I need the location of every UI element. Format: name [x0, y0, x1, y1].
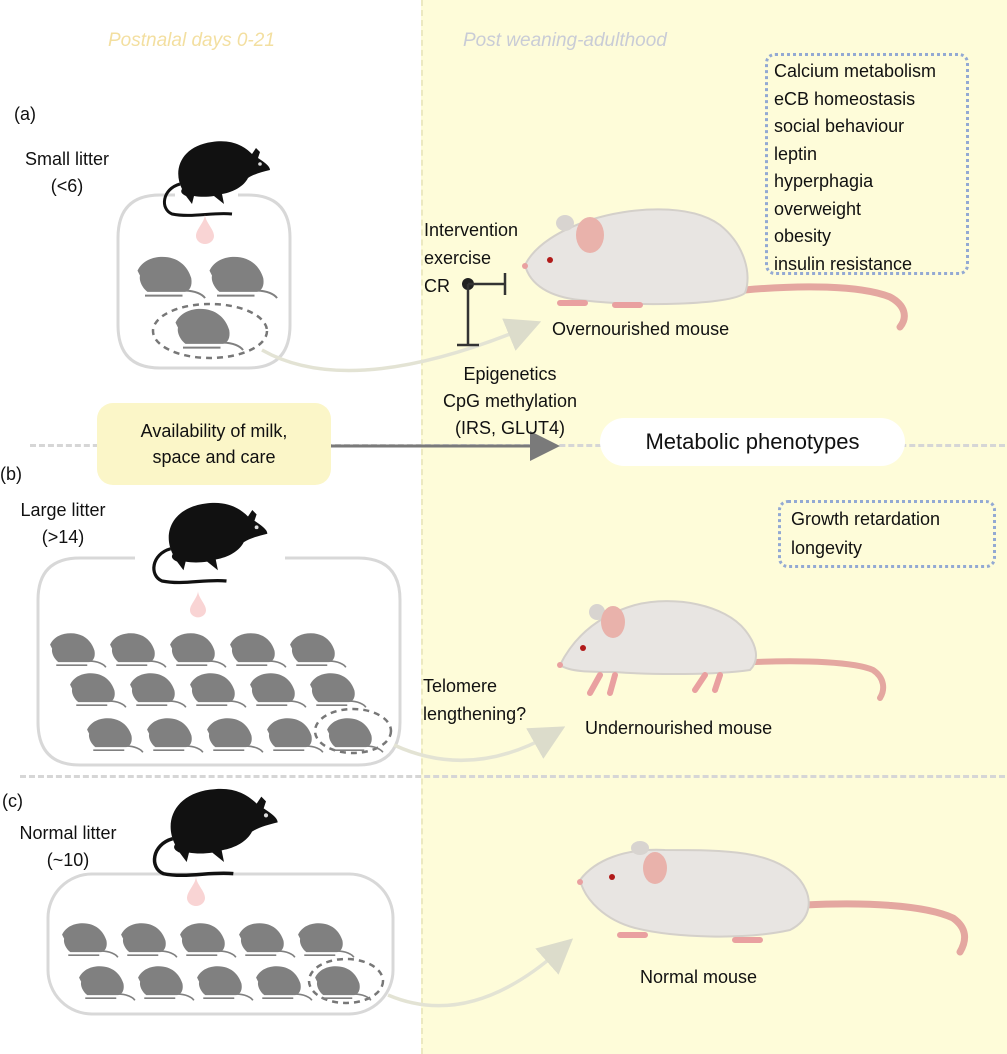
availability-line1: Availability of milk,	[140, 421, 288, 441]
arrow-overnourished	[261, 318, 542, 373]
metabolic-phenotypes-label: Metabolic phenotypes	[600, 418, 905, 466]
dam-mouse-icon	[163, 141, 270, 217]
pup-mouse-icon	[62, 923, 119, 958]
dam-mouse-icon	[152, 502, 268, 585]
pup-mouse-icon	[310, 673, 367, 708]
separator-bc	[20, 775, 1005, 778]
pup-mouse-icon	[197, 966, 254, 1001]
intervention-cr: CR	[424, 276, 450, 296]
pup-mouse-icon	[230, 633, 287, 668]
litter-label-text: Large litter	[20, 500, 106, 520]
normal-mouse-icon	[577, 841, 969, 956]
pup-mouse-icon	[209, 256, 278, 299]
milk-drop-icon	[196, 214, 214, 244]
pup-mouse-icon	[130, 673, 187, 708]
litter-label-text: Normal litter	[19, 823, 117, 843]
pup-mouse-icon	[79, 966, 136, 1001]
pup-mouse-icon	[327, 718, 384, 753]
phenotype-item: hyperphagia	[774, 171, 874, 191]
pup-mouse-icon	[137, 256, 206, 299]
normal-caption: Normal mouse	[640, 967, 758, 987]
focus-pup-ring	[151, 302, 269, 360]
telomere-text: Telomere	[423, 676, 498, 696]
telomere-labels: Telomere lengthening?	[423, 672, 526, 728]
intervention-exercise: exercise	[424, 248, 492, 268]
pup-mouse-icon	[170, 633, 227, 668]
pup-mouse-icon	[207, 718, 264, 753]
phenotype-item: eCB homeostasis	[774, 88, 916, 109]
litter-label-small: Small litter (<6)	[12, 148, 122, 197]
overnourished-caption: Overnourished mouse	[552, 319, 730, 339]
pup-mouse-icon	[256, 966, 313, 1001]
phenotype-item: longevity	[791, 538, 863, 558]
pup-mouse-icon	[250, 673, 307, 708]
milk-drop-icon	[187, 876, 205, 906]
pup-mouse-icon	[87, 718, 144, 753]
dam-mouse-icon	[152, 788, 278, 878]
phenotype-item: insulin resistance	[774, 253, 913, 274]
pup-mouse-icon	[239, 923, 296, 958]
litter-count-text: (>14)	[41, 527, 85, 547]
pup-mouse-icon	[175, 308, 244, 351]
panel-letter-b: (b)	[0, 464, 22, 484]
availability-box: Availability of milk, space and care	[97, 403, 331, 485]
undernourished-phenotype-box: Growth retardation longevity	[778, 500, 996, 568]
focus-pup-ring	[313, 707, 393, 755]
phenotype-item: overweight	[774, 198, 862, 219]
epigenetics-title: Epigenetics	[463, 364, 557, 384]
litter-count-text: (<6)	[50, 176, 84, 196]
overnourished-mouse-icon	[522, 208, 908, 331]
pup-mouse-icon	[70, 673, 127, 708]
epigenetics-labels: Epigenetics CpG methylation (IRS, GLUT4)	[410, 361, 610, 442]
undernourished-mouse-icon	[557, 600, 887, 701]
arrow-normal	[387, 938, 574, 1008]
pup-mouse-icon	[267, 718, 324, 753]
pup-mouse-icon	[147, 718, 204, 753]
litter-label-large: Large litter (>14)	[8, 499, 118, 548]
litter-label-text: Small litter	[24, 149, 109, 169]
phenotype-item: Calcium metabolism	[774, 61, 937, 81]
epigenetics-genes: (IRS, GLUT4)	[454, 418, 565, 438]
phenotype-item: obesity	[774, 226, 832, 246]
availability-line2: space and care	[152, 447, 276, 467]
litter-count-text: (~10)	[46, 850, 90, 870]
focus-pup-ring	[307, 957, 385, 1005]
intervention-title: Intervention	[424, 220, 519, 240]
arrow-undernourished	[393, 726, 566, 763]
undernourished-caption: Undernourished mouse	[585, 718, 773, 738]
litter-label-normal: Normal litter (~10)	[8, 822, 128, 871]
pup-mouse-icon	[138, 966, 195, 1001]
pup-mouse-icon	[315, 966, 372, 1001]
pup-mouse-icon	[121, 923, 178, 958]
phenotype-item: social behaviour	[774, 116, 905, 136]
phase-label-postnatal: Postnalal days 0-21	[108, 30, 275, 51]
phenotype-item: leptin	[774, 143, 818, 164]
pup-mouse-icon	[110, 633, 167, 668]
phase-label-post-weaning: Post weaning-adulthood	[463, 30, 667, 51]
panel-letter-c: (c)	[2, 791, 23, 811]
panel-letter-a: (a)	[14, 104, 36, 124]
phenotype-item: Growth retardation	[791, 509, 941, 529]
epigenetics-cpg: CpG methylation	[442, 391, 578, 411]
telomere-text: lengthening?	[423, 704, 527, 724]
pup-mouse-icon	[50, 633, 107, 668]
intervention-labels: Intervention exercise CR	[424, 216, 518, 300]
pup-mouse-icon	[298, 923, 355, 958]
milk-drop-icon	[190, 590, 206, 618]
overnourished-phenotype-box: Calcium metabolism eCB homeostasis socia…	[765, 53, 969, 275]
pup-mouse-icon	[180, 923, 237, 958]
pup-mouse-icon	[290, 633, 347, 668]
pup-mouse-icon	[190, 673, 247, 708]
